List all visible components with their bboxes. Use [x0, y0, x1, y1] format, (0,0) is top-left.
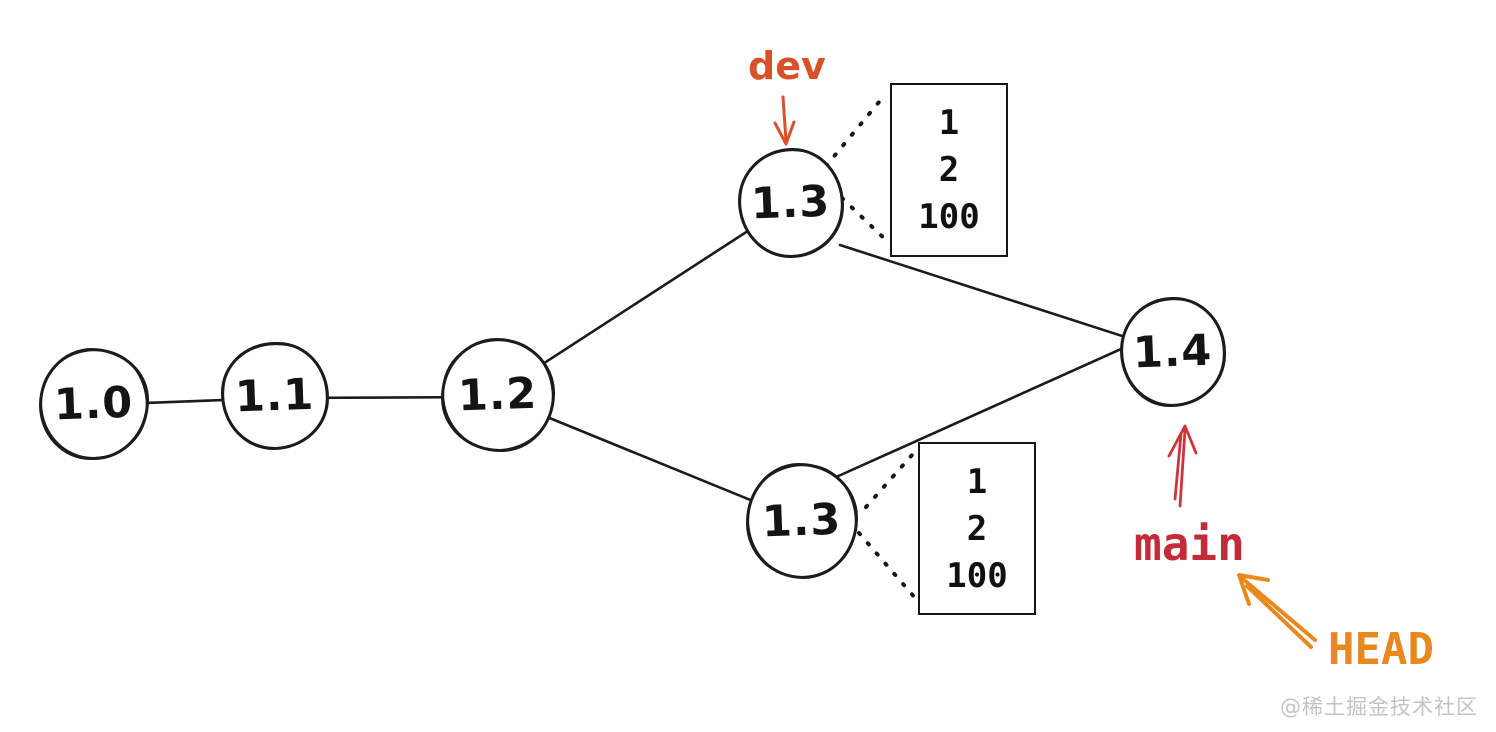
- node-1-2: 1.2: [441, 338, 555, 452]
- edge-1-3-dev-to-1-4: [838, 243, 1152, 347]
- edge-1-3-main-to-1-4: [832, 334, 1152, 480]
- dotted-1-3-main-to-box-top: [864, 453, 914, 509]
- main-arrow: [1167, 424, 1198, 508]
- dev-box-line-2: 2: [938, 150, 960, 190]
- node-1-4: 1.4: [1120, 297, 1226, 407]
- dev-arrow: [773, 95, 796, 146]
- edge-1-2-to-1-3-dev: [496, 201, 793, 395]
- node-1-1-label: 1.1: [234, 369, 316, 423]
- head-label: HEAD: [1328, 624, 1434, 675]
- dotted-1-3-dev-to-box-top: [824, 94, 886, 168]
- main-box-line-2: 2: [966, 508, 988, 549]
- node-1-3-main-label: 1.3: [761, 494, 843, 548]
- main-box-line-1: 1: [966, 461, 988, 502]
- dotted-1-3-main-to-box-bottom: [857, 531, 918, 601]
- main-branch-label: main: [1134, 517, 1245, 571]
- node-1-3-main-branch: 1.3: [746, 463, 858, 579]
- dotted-1-3-dev-to-box-bottom: [840, 196, 890, 244]
- node-1-0: 1.0: [39, 348, 149, 460]
- main-version-box: 1 2 100: [918, 442, 1036, 615]
- node-1-3-dev-label: 1.3: [750, 176, 832, 230]
- juejin-watermark: @稀土掘金技术社区: [1280, 695, 1478, 719]
- node-1-4-label: 1.4: [1132, 325, 1214, 379]
- node-1-3-dev-branch: 1.3: [738, 148, 844, 258]
- main-box-line-3: 100: [946, 555, 1008, 596]
- dev-branch-label: dev: [748, 44, 826, 88]
- dev-version-box: 1 2 100: [890, 83, 1008, 257]
- node-1-2-label: 1.2: [457, 368, 539, 422]
- dev-box-line-1: 1: [938, 103, 960, 143]
- node-1-0-label: 1.0: [53, 377, 135, 431]
- node-1-1: 1.1: [221, 342, 329, 450]
- head-arrow: [1237, 573, 1317, 649]
- dev-box-line-3: 100: [918, 197, 980, 237]
